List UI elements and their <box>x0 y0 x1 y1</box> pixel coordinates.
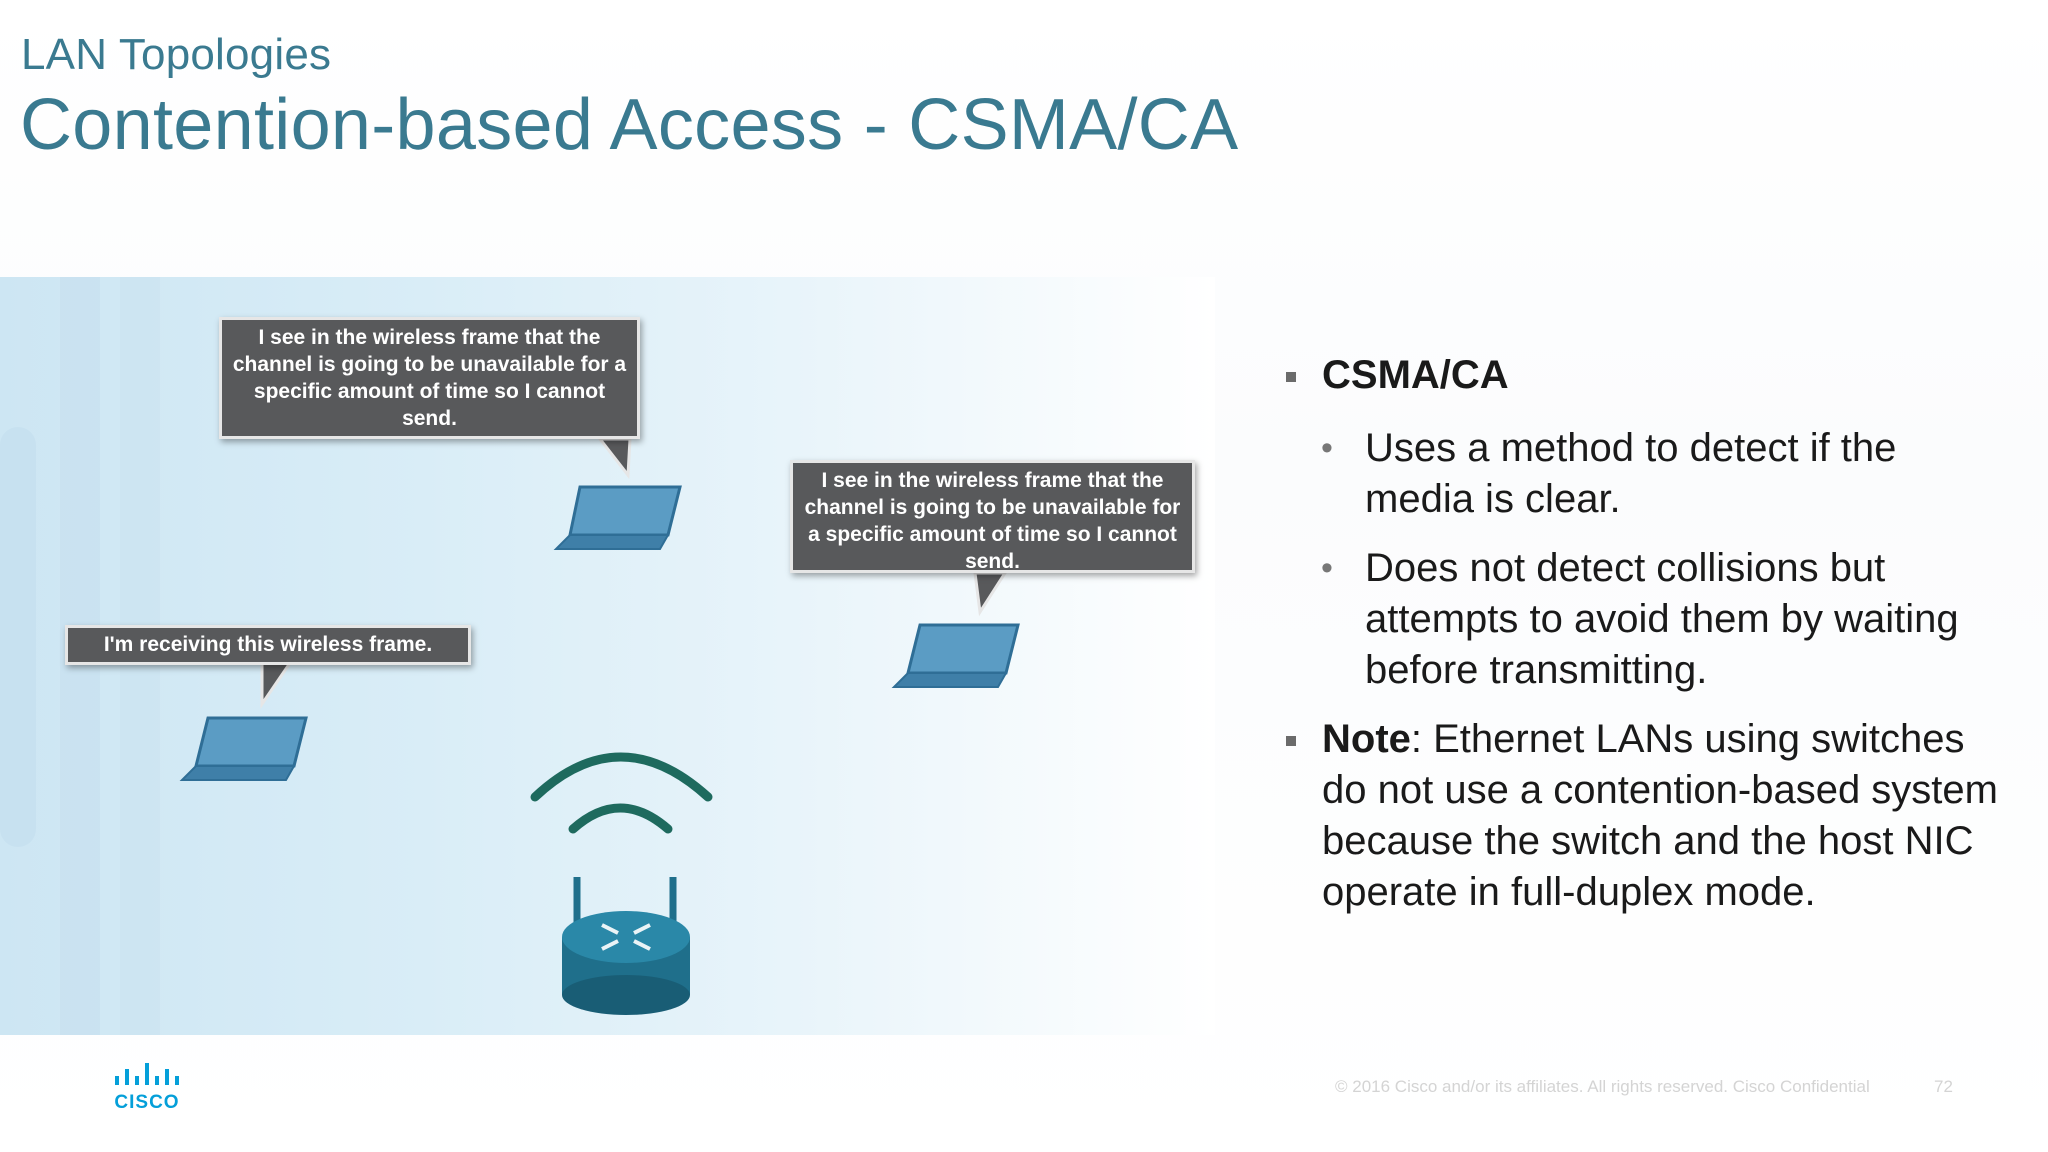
bullet-label: CSMA/CA <box>1322 353 1509 397</box>
speech-bubble-right: I see in the wireless frame that the cha… <box>790 460 1195 573</box>
wireless-router-icon <box>562 877 690 1015</box>
bullet-list: CSMA/CA • Uses a method to detect if the… <box>1280 350 2000 940</box>
laptop-icon <box>179 716 308 781</box>
sub-bullet: • Uses a method to detect if the media i… <box>1280 423 2000 525</box>
note-label: Note <box>1322 717 1411 761</box>
square-bullet-icon <box>1286 372 1296 382</box>
page-number: 72 <box>1934 1077 1953 1096</box>
cisco-logo: CISCO <box>112 1060 198 1117</box>
bubble-tail <box>596 437 632 480</box>
square-bullet-icon <box>1286 736 1296 746</box>
slide-title: Contention-based Access - CSMA/CA <box>20 85 1239 165</box>
sub-bullet-text: Does not detect collisions but attempts … <box>1365 546 1959 692</box>
svg-text:CISCO: CISCO <box>114 1092 179 1112</box>
cisco-logo-icon: CISCO <box>114 1063 179 1113</box>
bullet-note: Note: Ethernet LANs using switches do no… <box>1280 714 2000 918</box>
bg-stripe <box>0 427 36 847</box>
laptop-icon <box>891 623 1020 688</box>
bullet-csma-ca: CSMA/CA <box>1280 350 2000 401</box>
speech-bubble-left: I'm receiving this wireless frame. <box>65 625 471 665</box>
bubble-tail <box>260 661 293 709</box>
copyright-footer: © 2016 Cisco and/or its affiliates. All … <box>1335 1077 1870 1096</box>
sub-bullet-text: Uses a method to detect if the media is … <box>1365 426 1897 521</box>
csma-ca-illustration: I see in the wireless frame that the cha… <box>0 277 1215 1035</box>
slide-subtitle: LAN Topologies <box>21 30 332 79</box>
round-bullet-icon: • <box>1321 429 1333 467</box>
speech-bubble-top: I see in the wireless frame that the cha… <box>219 317 640 439</box>
bubble-tail <box>973 571 1008 617</box>
sub-bullet: • Does not detect collisions but attempt… <box>1280 543 2000 696</box>
note-text: : Ethernet LANs using switches do not us… <box>1322 717 1998 914</box>
wireless-signal-icon <box>530 752 713 834</box>
round-bullet-icon: • <box>1321 549 1333 587</box>
laptop-icon <box>553 485 682 550</box>
